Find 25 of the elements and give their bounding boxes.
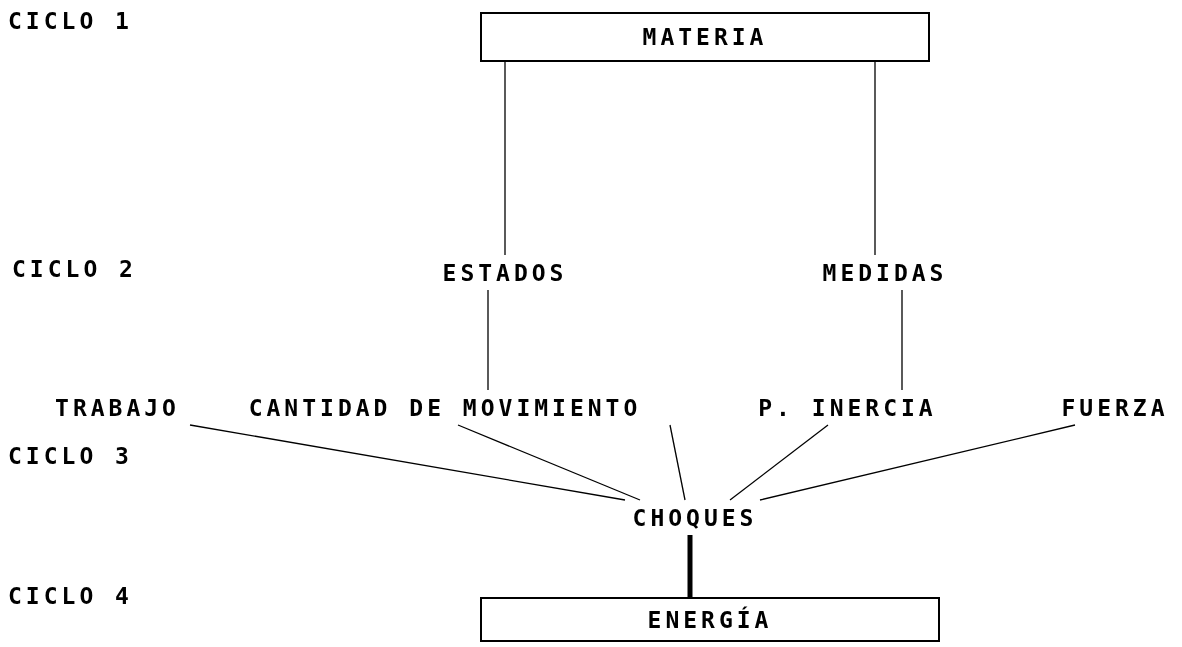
thick-connector-line <box>687 535 693 597</box>
connector-line <box>189 424 626 501</box>
concept-label: ENERGÍA <box>647 606 773 633</box>
concept-label: TRABAJO <box>55 394 180 421</box>
cycle-label: CICLO 1 <box>8 8 133 34</box>
concept-box <box>480 597 940 642</box>
connector-line <box>457 424 641 501</box>
concept-label: MATERIA <box>642 24 768 50</box>
cycle-label: CICLO 2 <box>12 256 137 282</box>
concept-label: FUERZA <box>1061 394 1169 421</box>
connector-line <box>487 289 489 391</box>
cycle-label: CICLO 3 <box>8 443 133 469</box>
concept-label: MEDIDAS <box>822 259 948 286</box>
concept-box <box>480 12 930 62</box>
concept-label: P. INERCIA <box>758 394 937 421</box>
concept-label: ESTADOS <box>442 259 568 286</box>
connector-line <box>669 424 686 501</box>
concept-label: CHOQUES <box>632 504 758 531</box>
cycle-label: CICLO 4 <box>8 583 133 609</box>
connector-line <box>729 424 829 501</box>
connector-line <box>504 61 506 256</box>
connector-line <box>901 289 903 391</box>
connector-line <box>874 61 876 256</box>
connector-line <box>759 424 1076 501</box>
concept-label: CANTIDAD DE MOVIMIENTO <box>248 394 642 421</box>
